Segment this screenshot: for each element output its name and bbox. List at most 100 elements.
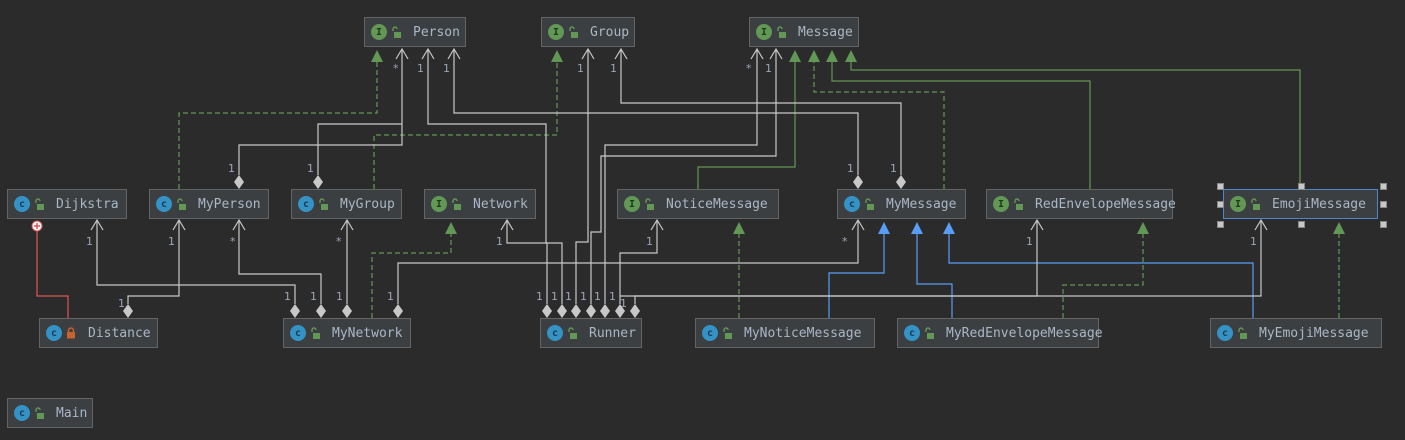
edge-runner-noticemessage[interactable] — [619, 221, 658, 304]
edge-runner-network[interactable] — [506, 221, 548, 304]
arrowhead-open — [581, 47, 595, 60]
edge-mymessage-message[interactable] — [813, 60, 945, 189]
resize-handle[interactable] — [1297, 183, 1305, 190]
node-label: Main — [56, 405, 88, 421]
node-label: EmojiMessage — [1272, 196, 1366, 212]
arrowhead-triangle — [1137, 222, 1149, 234]
arrowhead-triangle — [845, 50, 857, 62]
edge-mynetwork-dijkstra[interactable] — [96, 221, 296, 304]
edge-mynotice-mymessage[interactable] — [828, 233, 885, 318]
class-icon: c — [547, 325, 563, 341]
node-label: MyNoticeMessage — [744, 325, 862, 341]
multiplicity-label: 1 — [565, 290, 572, 303]
resize-handle[interactable] — [1217, 183, 1224, 190]
multiplicity-label: 1 — [609, 290, 616, 303]
edge-mygroup-person-assoc[interactable] — [317, 123, 402, 175]
edge-runner-message-1[interactable] — [590, 50, 777, 304]
composition-diamond — [586, 304, 596, 318]
multiplicity-label: 1 — [228, 162, 235, 175]
public-unlock-icon — [35, 407, 44, 419]
class-icon: c — [1217, 325, 1233, 341]
node-label: MyRedEnvelopeMessage — [946, 325, 1103, 341]
edge-redenvelope-message[interactable] — [831, 60, 1091, 189]
edge-runner-person[interactable] — [427, 50, 563, 304]
node-label: Group — [590, 24, 630, 40]
public-unlock-icon — [1251, 198, 1260, 210]
edge-emoji-message[interactable] — [850, 60, 1301, 189]
edge-runner-message-star[interactable] — [604, 50, 758, 304]
edge-myperson-person[interactable] — [178, 60, 378, 189]
edge-runner-group[interactable] — [575, 50, 589, 304]
edge-distance-dijkstra[interactable] — [36, 226, 69, 318]
node-my-red-envelope-message[interactable]: c MyRedEnvelopeMessage — [897, 318, 1103, 348]
multiplicity-label: 1 — [577, 62, 584, 75]
resize-handle[interactable] — [1380, 183, 1387, 190]
edge-mynetwork-network[interactable] — [371, 233, 452, 318]
private-lock-icon — [67, 327, 75, 339]
edge-noticemessage-message[interactable] — [697, 60, 796, 189]
arrowhead-triangle — [943, 222, 955, 234]
resize-handle[interactable] — [1380, 201, 1387, 208]
public-unlock-icon — [645, 198, 654, 210]
arrowhead-open — [447, 47, 461, 60]
node-label: Message — [798, 24, 853, 40]
edge-distance-myperson[interactable] — [127, 221, 180, 304]
edge-mynetwork-myperson[interactable] — [238, 221, 322, 304]
arrowhead-triangle — [911, 222, 923, 234]
class-icon: c — [702, 325, 718, 341]
node-runner[interactable]: c Runner — [540, 318, 642, 348]
edge-mymessage-group[interactable] — [620, 50, 902, 175]
public-unlock-icon — [311, 327, 320, 339]
edge-mymessage-person[interactable] — [453, 50, 859, 175]
arrowhead-open — [232, 218, 246, 231]
arrowhead-open — [340, 218, 354, 231]
arrowhead-triangle — [878, 222, 890, 234]
edge-myred-red[interactable] — [1062, 233, 1144, 318]
resize-handle[interactable] — [1297, 221, 1305, 228]
resize-handle[interactable] — [1380, 221, 1387, 228]
composition-diamond — [342, 304, 352, 318]
public-unlock-icon — [392, 26, 401, 38]
edge-myperson-person-assoc[interactable] — [238, 50, 403, 175]
multiplicity-label: 1 — [417, 62, 424, 75]
multiplicity-label: 1 — [646, 235, 653, 248]
composition-diamond — [290, 304, 300, 318]
resize-handle[interactable] — [1217, 201, 1224, 208]
edge-myred-mymessage[interactable] — [916, 233, 953, 318]
node-label: MyMessage — [886, 196, 957, 212]
edge-runner-emoji[interactable] — [634, 221, 1262, 304]
node-main[interactable]: c Main — [7, 398, 93, 428]
runnable-class-icon: c — [14, 405, 30, 421]
arrowhead-open — [172, 218, 186, 231]
resize-handle[interactable] — [1217, 221, 1224, 228]
public-unlock-icon — [865, 198, 874, 210]
multiplicity-label: 1 — [610, 62, 617, 75]
node-label: MyGroup — [340, 196, 395, 212]
node-my-notice-message[interactable]: c MyNoticeMessage — [695, 318, 875, 348]
edge-mynetwork-mymessage[interactable] — [397, 221, 859, 304]
class-icon: c — [904, 325, 920, 341]
edge-myemoji-mymessage[interactable] — [948, 233, 1254, 318]
arrowhead-triangle — [789, 50, 801, 62]
node-label: Runner — [589, 325, 636, 341]
multiplicity-label: 1 — [336, 290, 343, 303]
edge-mygroup-group[interactable] — [373, 60, 558, 189]
multiplicity-label: 1 — [86, 235, 93, 248]
composition-diamond — [123, 304, 133, 318]
